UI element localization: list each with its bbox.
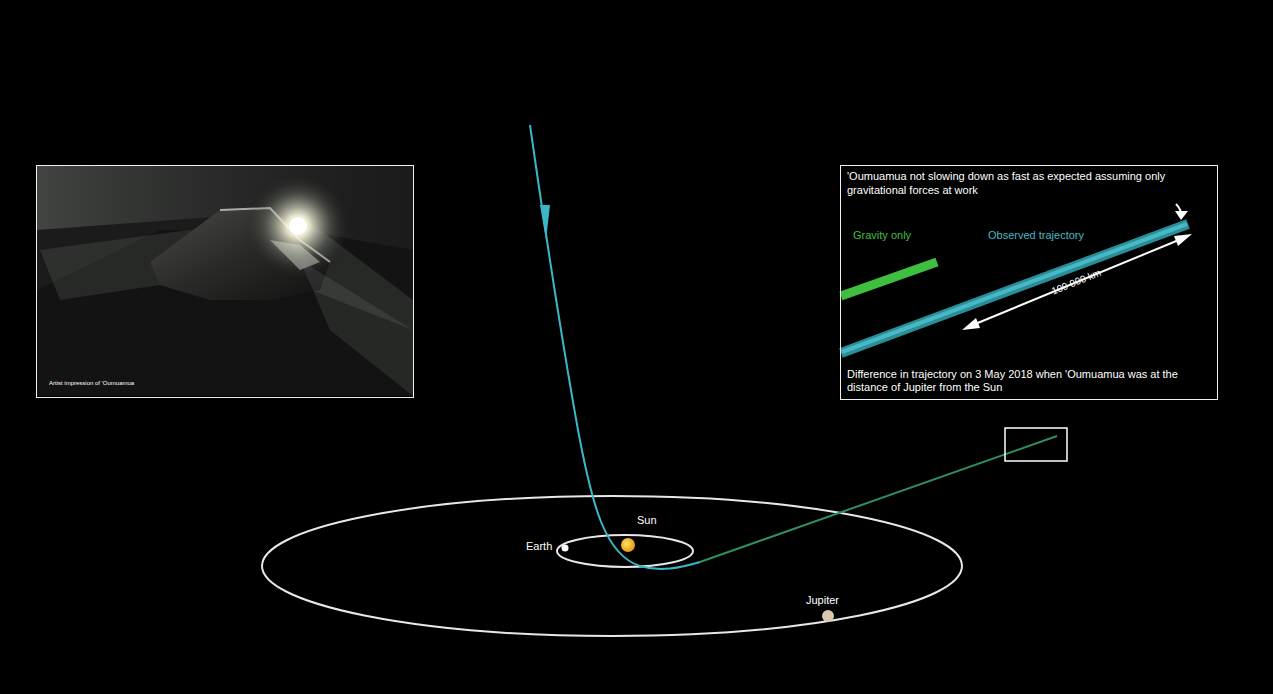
inset-note: Difference in trajectory on 3 May 2018 w… <box>847 368 1211 396</box>
body-label: Earth <box>526 540 552 552</box>
image-inset: Artist impression of 'Oumuamua <box>36 165 414 398</box>
inset-note: Artist impression of 'Oumuamua <box>49 380 401 388</box>
detail-inset: 'Oumuamua not slowing down as fast as ex… <box>840 165 1218 400</box>
body-label: Sun <box>637 514 657 526</box>
inset-heading: 'Oumuamua not slowing down as fast as ex… <box>847 170 1211 198</box>
trajectory-label: Gravity only <box>853 229 911 241</box>
body-label: Jupiter <box>806 594 839 606</box>
trajectory-label: Observed trajectory <box>988 229 1084 241</box>
